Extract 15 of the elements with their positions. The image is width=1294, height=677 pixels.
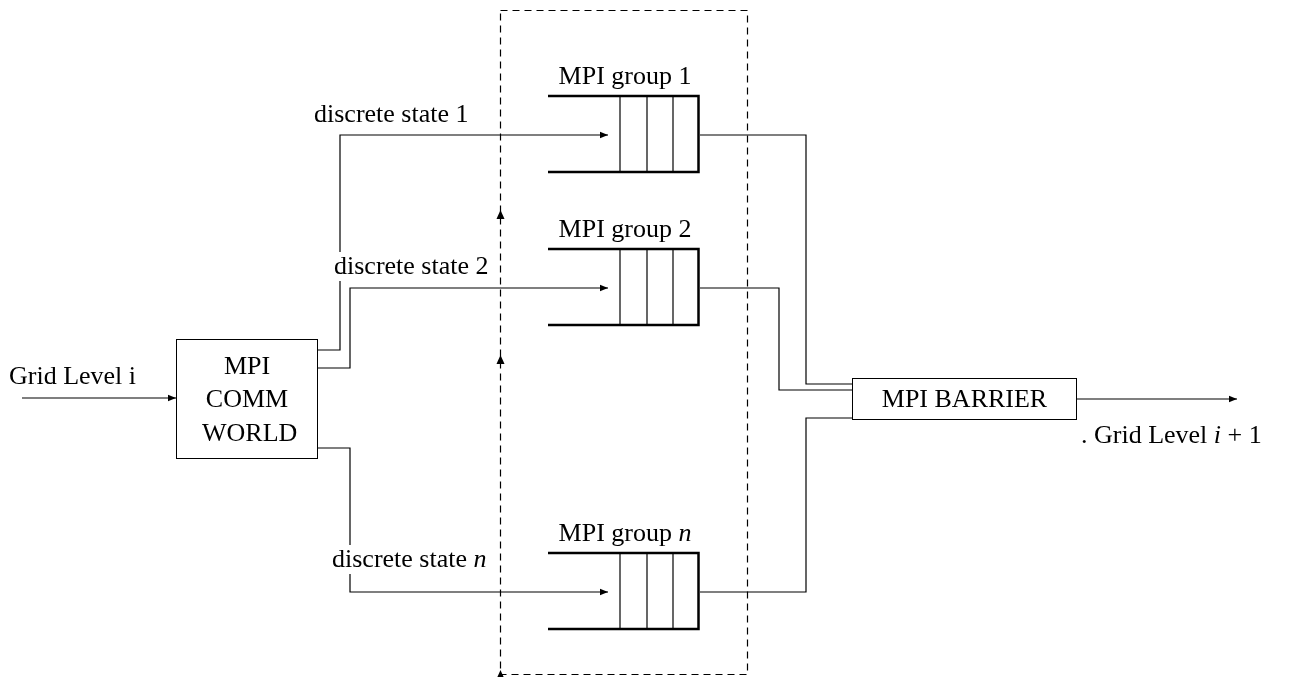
queue-heading: MPI group 2 (557, 215, 693, 244)
connector-line (699, 134, 853, 385)
edge-label: discrete state 2 (333, 252, 490, 281)
arrow (21, 394, 177, 402)
queue-heading: MPI group 1 (557, 62, 693, 91)
edge-label: discrete state n (331, 545, 488, 574)
connector-line (699, 417, 853, 593)
arrow (317, 447, 609, 596)
queue-heading: MPI group n (557, 519, 693, 548)
arrow (1076, 395, 1238, 403)
barrier-box: MPI BARRIER (852, 378, 1077, 420)
arrow (317, 284, 609, 369)
process-box: MPI COMM WORLD (176, 339, 318, 459)
arrow (317, 131, 609, 351)
connector-line (699, 287, 853, 391)
